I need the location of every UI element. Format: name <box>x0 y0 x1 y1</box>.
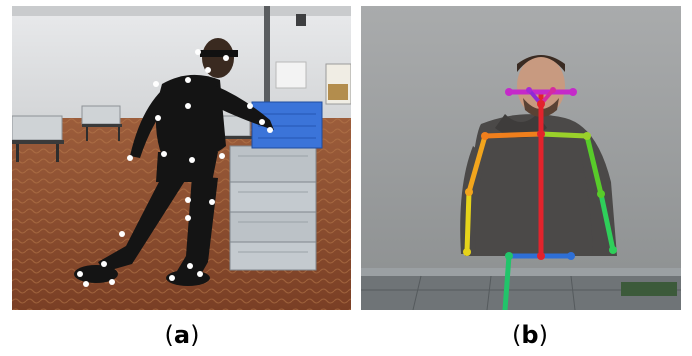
crate-stack <box>229 101 323 271</box>
caption-a-open: ( <box>164 321 174 349</box>
caption-b-letter: b <box>521 321 539 349</box>
caption-a-letter: a <box>173 321 191 349</box>
mocap-scene-illustration <box>12 6 351 310</box>
pose-skeleton-illustration <box>361 6 681 310</box>
skeleton-left-thigh <box>502 253 512 310</box>
caption-a-close: ) <box>190 321 200 349</box>
caption-b-open: ( <box>512 321 522 349</box>
skeleton-right-forearm <box>598 191 616 253</box>
caption-b: (b) <box>500 318 560 352</box>
mocap-person <box>74 38 274 286</box>
head <box>517 56 565 116</box>
caption-b-close: ) <box>538 321 548 349</box>
skeleton-right-shoulder <box>538 131 590 139</box>
skeleton-joints <box>463 87 617 260</box>
pose-estimation-panel <box>361 6 681 310</box>
mocap-photo-panel <box>12 6 351 310</box>
skeleton-left-shoulder <box>482 131 544 139</box>
skeleton-left-forearm <box>464 189 472 255</box>
skeleton-right-upper-arm <box>584 133 604 197</box>
reflective-markers <box>77 49 273 287</box>
caption-a: (a) <box>152 318 212 352</box>
skeleton-left-upper-arm <box>466 133 488 195</box>
